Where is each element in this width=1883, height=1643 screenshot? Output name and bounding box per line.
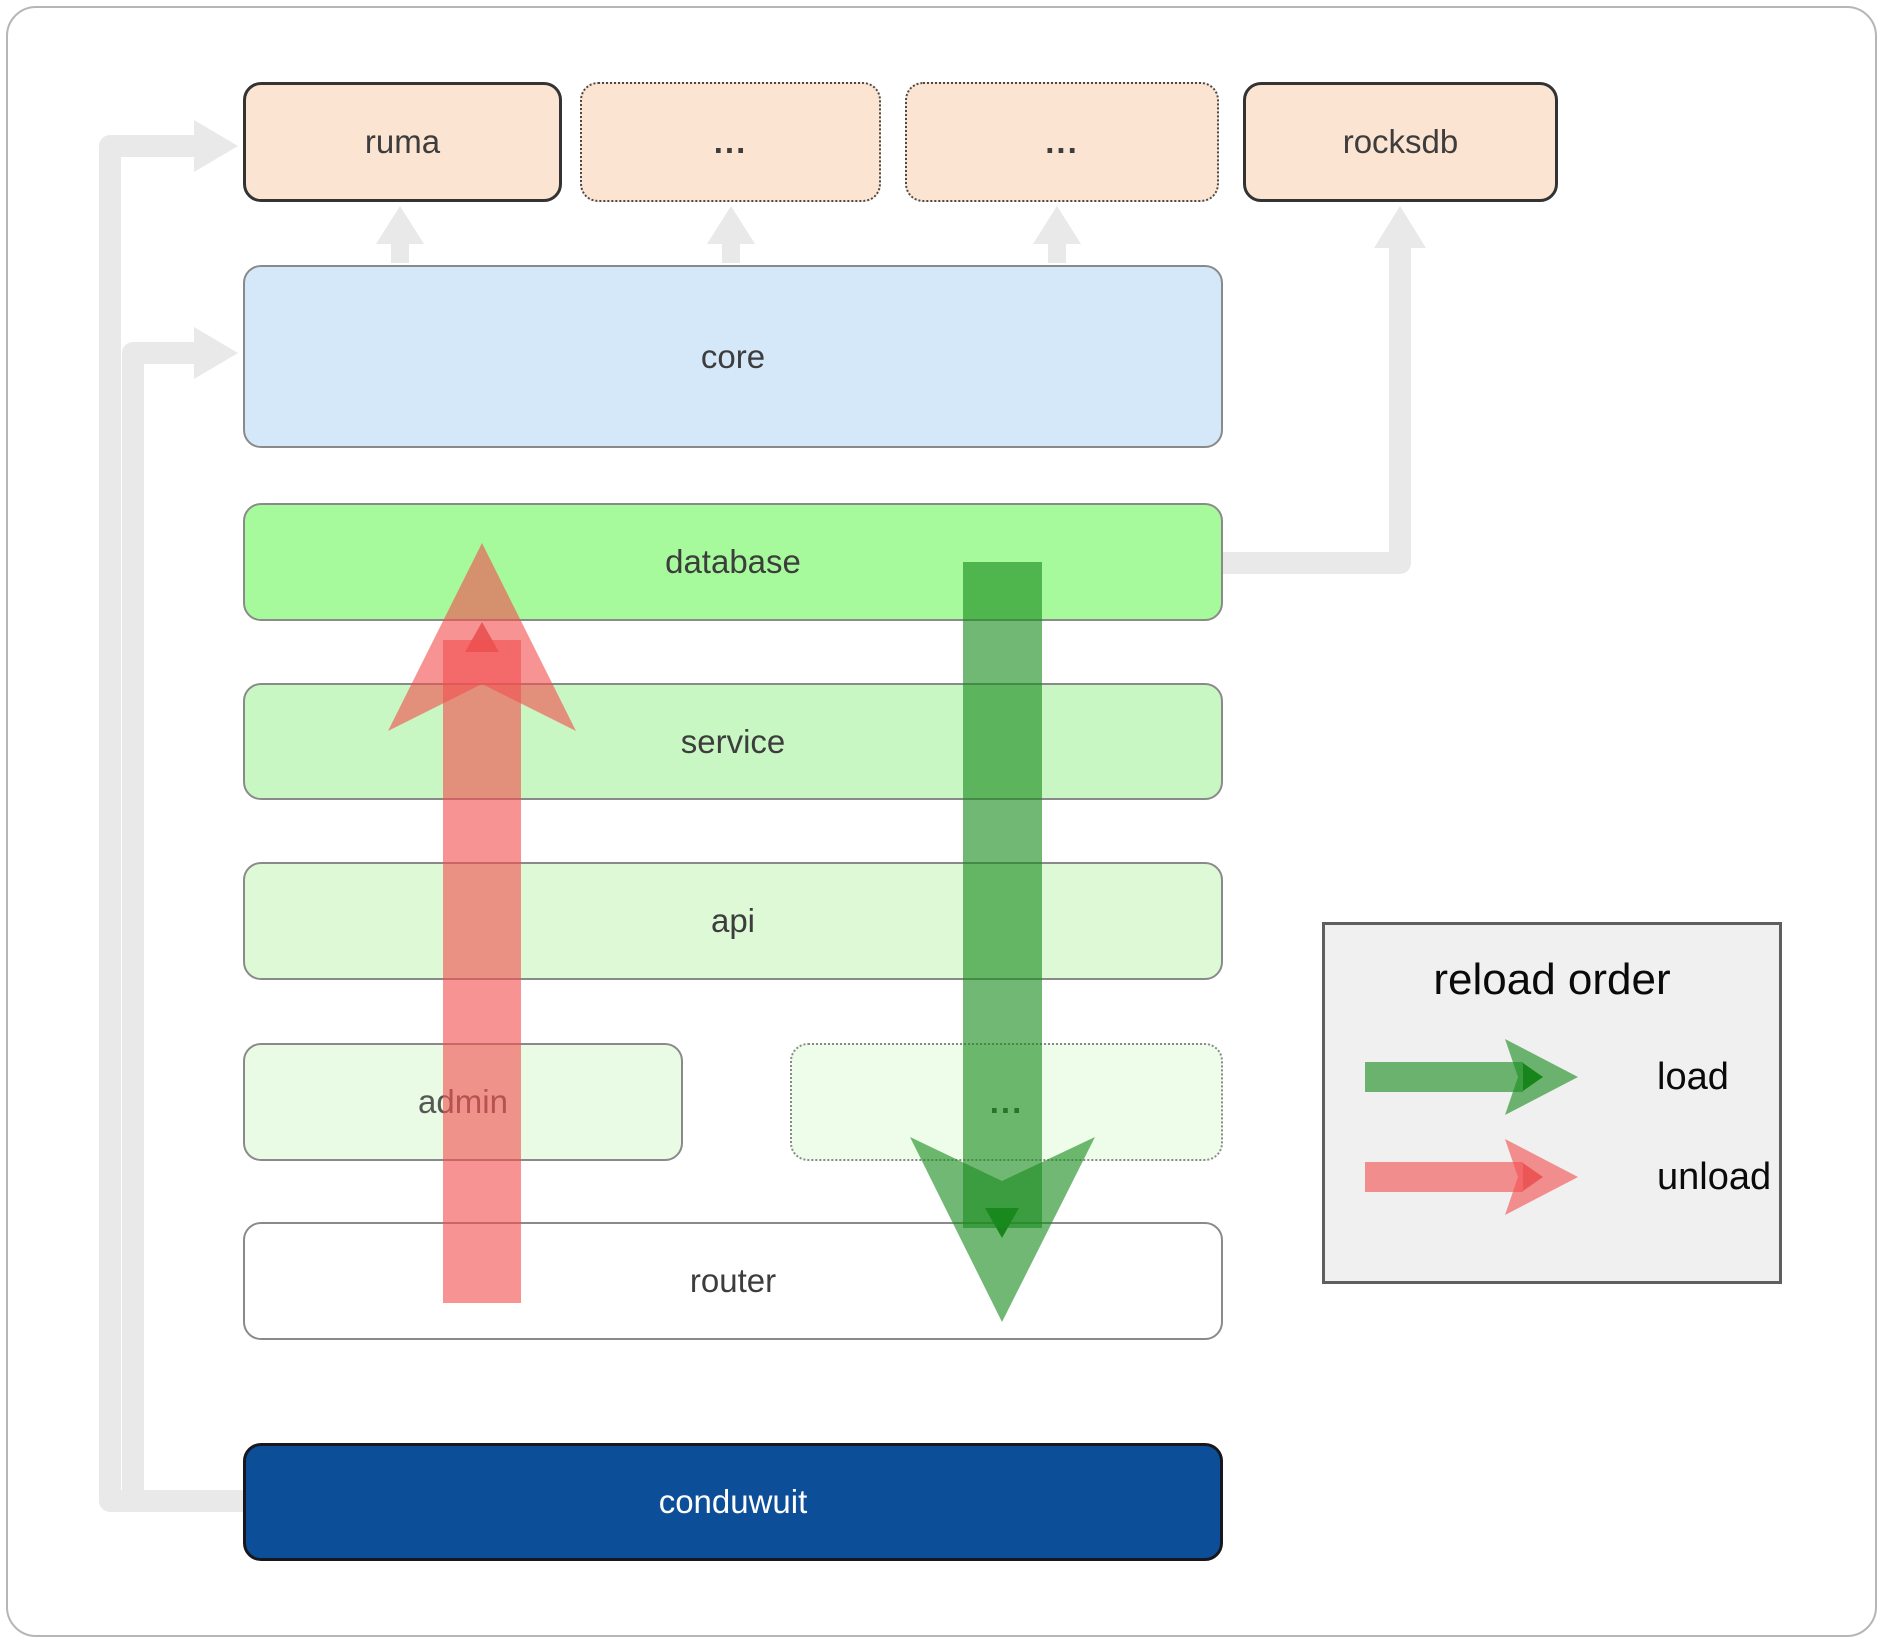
arrowhead-up-ellipsis-1 [707,206,755,244]
node-rocksdb: rocksdb [1243,82,1558,202]
arrowhead-into-core [194,327,238,379]
legend-title: reload order [1433,955,1671,1004]
arrowhead-up-ruma [376,206,424,244]
legend-item-unload: unload [1363,1129,1771,1225]
load-icon-shaft [1365,1062,1523,1092]
node-conduwuit-label: conduwuit [658,1483,808,1520]
node-top-ellipsis-2-label: ... [1045,123,1079,160]
node-api: api [243,862,1223,980]
legend: reload order load unload [1322,922,1782,1284]
node-core-label: core [700,337,766,375]
unload-icon-head [1505,1139,1578,1215]
node-top-ellipsis-2: ... [905,82,1219,202]
legend-item-load: load [1363,1029,1729,1125]
connector-database-to-rocksdb [1223,248,1411,574]
legend-load-label: load [1657,1055,1729,1098]
node-ruma: ruma [243,82,562,202]
node-conduwuit: conduwuit [243,1443,1223,1561]
unload-arrow-head [388,543,576,731]
connector-conduwuit-to-core [122,342,246,1512]
load-arrow [910,562,1095,1322]
node-router: router [243,1222,1223,1340]
legend-unload-label: unload [1657,1155,1772,1198]
load-icon-head [1505,1039,1578,1115]
node-api-label: api [710,902,756,939]
node-router-label: router [689,1262,777,1299]
node-database: database [243,503,1223,621]
arrowhead-up-ellipsis-2 [1033,206,1081,244]
arrowhead-up-rocksdb [1374,206,1426,248]
load-arrow-head [910,1137,1095,1322]
node-top-ellipsis-1-label: ... [713,123,748,160]
node-rocksdb-label: rocksdb [1342,123,1459,160]
node-top-ellipsis-1: ... [580,82,881,202]
node-core: core [243,265,1223,448]
unload-arrow [388,543,576,1303]
node-ruma-label: ruma [364,123,441,160]
load-arrow-icon [1365,1039,1578,1115]
node-service-label: service [680,722,786,760]
node-database-label: database [665,543,801,580]
unload-arrow-shaft [443,640,521,1303]
load-arrow-shaft [963,562,1042,1228]
unload-arrow-icon [1365,1139,1578,1215]
arrowhead-into-ruma [194,120,238,172]
unload-icon-shaft [1365,1162,1523,1192]
